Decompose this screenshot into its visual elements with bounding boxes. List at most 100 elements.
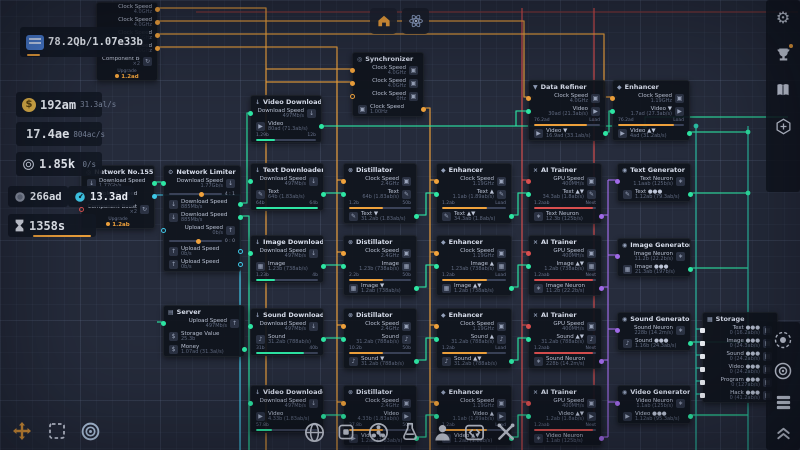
port-in[interactable] xyxy=(248,324,253,329)
port-out[interactable] xyxy=(238,262,243,267)
code-tool[interactable] xyxy=(462,420,486,444)
processor-tool[interactable] xyxy=(334,420,358,444)
collapse-button[interactable] xyxy=(771,421,795,445)
port-in[interactable] xyxy=(700,341,705,346)
move-cross-icon[interactable] xyxy=(10,419,34,443)
perks-button[interactable] xyxy=(771,114,795,138)
port-out[interactable] xyxy=(321,414,326,419)
achievements-button[interactable] xyxy=(771,42,795,66)
port-out[interactable] xyxy=(242,347,247,352)
port-out[interactable] xyxy=(509,359,514,364)
port-in[interactable] xyxy=(526,179,531,184)
port-in[interactable] xyxy=(526,324,531,329)
settings-button[interactable]: ⚙ xyxy=(771,6,795,30)
port-out[interactable] xyxy=(421,107,426,112)
port-in[interactable] xyxy=(610,109,615,114)
port-in[interactable] xyxy=(161,321,166,326)
port-in[interactable] xyxy=(434,401,439,406)
port-out[interactable] xyxy=(321,192,326,197)
port-in[interactable] xyxy=(526,337,531,342)
port-out[interactable] xyxy=(687,131,692,136)
port-in[interactable] xyxy=(341,324,346,329)
port-out[interactable] xyxy=(599,359,604,364)
select-region-icon[interactable] xyxy=(47,421,67,441)
port-in[interactable] xyxy=(434,337,439,342)
port-out[interactable] xyxy=(321,337,326,342)
port-in[interactable] xyxy=(341,414,346,419)
port-in[interactable] xyxy=(526,251,531,256)
slider-track[interactable] xyxy=(169,238,222,244)
port-in[interactable] xyxy=(526,192,531,197)
port-out[interactable] xyxy=(238,249,243,254)
port-out[interactable] xyxy=(688,267,693,272)
port-in[interactable] xyxy=(350,81,355,86)
port-in[interactable] xyxy=(526,264,531,269)
ratio-slider[interactable]: 0 : 0 xyxy=(164,237,240,245)
research-tool[interactable] xyxy=(398,420,422,444)
port-out[interactable] xyxy=(509,214,514,219)
tools-tool[interactable] xyxy=(494,420,518,444)
port-out[interactable] xyxy=(414,286,419,291)
port-in[interactable] xyxy=(434,264,439,269)
port-in[interactable] xyxy=(79,207,84,212)
port-out[interactable] xyxy=(319,124,324,129)
port-in[interactable] xyxy=(610,96,615,101)
scan-button[interactable] xyxy=(771,328,795,352)
port-in[interactable] xyxy=(161,228,166,233)
port-in[interactable] xyxy=(434,192,439,197)
port-in[interactable] xyxy=(434,251,439,256)
port-in[interactable] xyxy=(615,328,620,333)
port-out[interactable] xyxy=(599,286,604,291)
port-in[interactable] xyxy=(248,111,253,116)
cooling-tool[interactable] xyxy=(366,420,390,444)
port-in[interactable] xyxy=(350,68,355,73)
network-tool[interactable] xyxy=(302,420,326,444)
port-out[interactable] xyxy=(152,181,157,186)
port-in[interactable] xyxy=(615,179,620,184)
port-in[interactable] xyxy=(341,192,346,197)
port-in[interactable] xyxy=(526,96,531,101)
port-in[interactable] xyxy=(341,264,346,269)
port-out[interactable] xyxy=(414,214,419,219)
port-out[interactable] xyxy=(414,359,419,364)
port-out[interactable] xyxy=(509,286,514,291)
port-in[interactable] xyxy=(341,401,346,406)
port-out[interactable] xyxy=(238,202,243,207)
port-in[interactable] xyxy=(434,414,439,419)
port-in[interactable] xyxy=(615,254,620,259)
port-in[interactable] xyxy=(526,401,531,406)
slider-track[interactable] xyxy=(169,191,222,197)
port-in[interactable] xyxy=(434,324,439,329)
focus-target-icon[interactable] xyxy=(80,421,101,442)
ratio-slider[interactable]: 4 : 1 xyxy=(164,190,240,198)
research-button[interactable] xyxy=(402,8,429,34)
port-in[interactable] xyxy=(161,181,166,186)
port-out[interactable] xyxy=(238,215,243,220)
port-out[interactable] xyxy=(321,264,326,269)
slider-knob[interactable] xyxy=(195,238,201,244)
port-out[interactable] xyxy=(688,414,693,419)
encyclopedia-button[interactable] xyxy=(771,78,795,102)
port-out[interactable] xyxy=(155,33,160,38)
slider-knob[interactable] xyxy=(199,191,205,197)
port-in[interactable] xyxy=(615,401,620,406)
